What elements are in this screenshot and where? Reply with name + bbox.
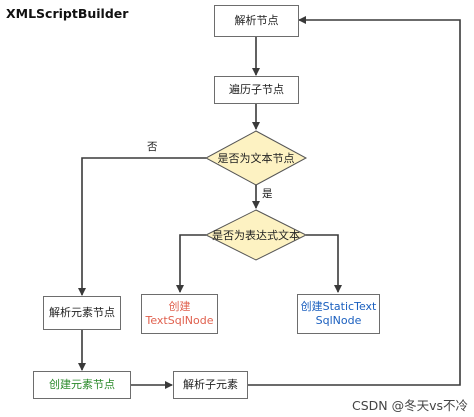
edge-expression-to-statictext: [306, 234, 342, 293]
edge-label-yes: 是: [262, 188, 273, 200]
watermark: CSDN @冬天vs不冷: [351, 398, 468, 413]
textsqlnode-line2: TextSqlNode: [145, 314, 214, 327]
edge-loop-back: [248, 16, 461, 386]
statictext-line2: SqlNode: [315, 314, 362, 327]
edge-label-no: 否: [147, 141, 158, 153]
decision-diamond-expression: [204, 209, 308, 261]
edge-expression-to-textsqlnode: [176, 234, 206, 293]
node-create-element: 创建元素节点: [33, 371, 131, 399]
node-create-statictextsqlnode: 创建StaticText SqlNode: [297, 294, 380, 334]
node-parse-child-element: 解析子元素: [173, 371, 248, 399]
statictext-line1: 创建StaticText: [300, 300, 377, 314]
decision-expression-label: 是否为表达式文本: [212, 229, 300, 242]
diagram-title: XMLScriptBuilder: [6, 6, 129, 21]
node-parse-element: 解析元素节点: [43, 296, 121, 330]
edge-no-to-parse-element: [78, 157, 206, 296]
node-traverse-children: 遍历子节点: [214, 76, 299, 104]
decision-text-node-label: 是否为文本节点: [217, 152, 295, 165]
node-create-textsqlnode: 创建 TextSqlNode: [141, 294, 218, 334]
textsqlnode-line1: 创建: [168, 300, 191, 314]
node-parse-node: 解析节点: [214, 5, 299, 37]
